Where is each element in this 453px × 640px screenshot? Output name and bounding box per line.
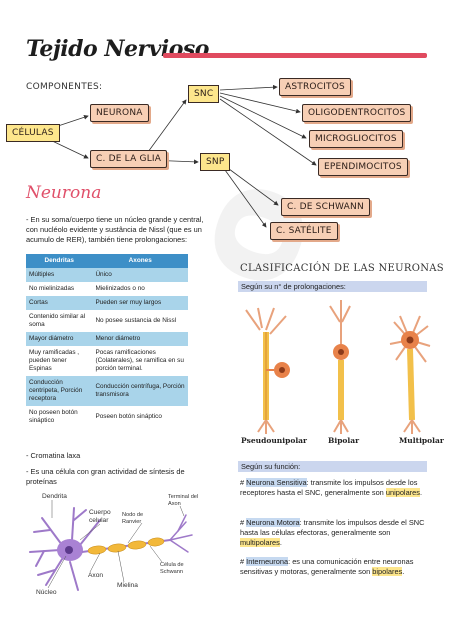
label-dendrita: Dendrita: [42, 493, 67, 500]
satelite-box: C. satélite: [270, 222, 338, 240]
ependimocitos-box: Ependimocitos: [318, 158, 408, 176]
function-text: : transmite los impulsos desde el SNC ha…: [240, 518, 425, 537]
bullet-cromatina: - Cromatina laxa: [26, 451, 81, 460]
snp-box: SNP: [200, 153, 231, 171]
table-cell-axones: Poseen botón sináptico: [92, 406, 188, 428]
classification-title: Clasificación de las neuronas: [240, 263, 444, 274]
table-cell-dendritas: Contenido similar al soma: [26, 310, 93, 332]
function-name: Neurona Sensitiva: [246, 478, 307, 487]
neurona-intro: - En su soma/cuerpo tiene un núcleo gran…: [26, 215, 204, 244]
function-motora: # Neurona Motora: transmite los impulsos…: [240, 518, 426, 548]
pseudounipolar-neuron: [245, 307, 290, 434]
glia-box: C. de la glia: [90, 150, 168, 168]
function-name: Interneurona: [246, 557, 289, 566]
neurona-box: Neurona: [90, 104, 149, 122]
function-prefix: #: [240, 518, 247, 527]
astrocitos-box: Astrocitos: [279, 78, 351, 96]
label-mielina: Mielina: [117, 582, 138, 589]
table-header-axones: Axones: [92, 254, 188, 268]
label-nodo: Nodo de Ranvier: [122, 512, 144, 525]
label-nucleo: Núcleo: [36, 589, 57, 596]
function-sensitiva: # Neurona Sensitiva: transmite los impul…: [240, 478, 426, 498]
celulas-box: Células: [6, 124, 60, 142]
multipolar-neuron: [389, 315, 431, 434]
table-cell-axones: No posee sustancia de Nissl: [92, 310, 188, 332]
type-bipolar: Bipolar: [328, 436, 360, 445]
table-cell-dendritas: Muy ramificadas , pueden tener Espinas: [26, 346, 93, 376]
title-underline: [163, 53, 427, 58]
function-end: .: [419, 488, 423, 497]
table-cell-dendritas: Mayor diámetro: [26, 332, 93, 346]
bipolar-neuron: [329, 300, 351, 434]
table-cell-axones: Único: [92, 268, 188, 282]
components-label: Componentes:: [26, 82, 103, 92]
function-prefix: #: [240, 478, 247, 487]
function-name: Neurona Motora: [246, 518, 300, 527]
table-cell-axones: Pocas ramificaciones (Colaterales), se r…: [92, 346, 188, 376]
table-cell-axones: Mielinizados o no: [92, 282, 188, 296]
table-cell-dendritas: Cortas: [26, 296, 93, 310]
function-prefix: #: [240, 557, 247, 566]
table-header-dendritas: Dendritas: [26, 254, 93, 268]
table-cell-dendritas: Conducción centripeta, Porción receptora: [26, 376, 93, 406]
table-cell-axones: Conducción centrífuga, Porción transmiso…: [92, 376, 188, 406]
function-interneurona: # Interneurona: es una comunicación entr…: [240, 557, 426, 577]
schwann-box: C. de Schwann: [281, 198, 370, 216]
neurona-heading: Neurona: [26, 183, 102, 203]
table-row: Conducción centripeta, Porción receptora…: [26, 376, 188, 406]
label-axon: Axon: [88, 572, 104, 579]
function-text: : transmite los impulsos desde los recep…: [240, 478, 418, 497]
function-end: .: [279, 538, 282, 547]
label-cuerpo: Cuerpo celular: [89, 509, 111, 524]
type-pseudounipolar: Pseudounipolar: [241, 436, 307, 445]
function-kind: bipolares: [372, 567, 403, 576]
nucleus: [65, 546, 73, 554]
label-schwann: Célula de Schwann: [160, 562, 184, 575]
by-function-heading: Según su función:: [238, 461, 427, 472]
type-multipolar: Multipolar: [399, 436, 444, 445]
function-kind: multipolares: [240, 538, 280, 547]
table-cell-dendritas: No mielinizadas: [26, 282, 93, 296]
microgliocitos-box: Microgliocitos: [309, 130, 403, 148]
table-cell-axones: Menor diámetro: [92, 332, 188, 346]
label-terminal: Terminal del Axon: [168, 494, 199, 507]
snc-box: SNC: [188, 85, 220, 103]
bullet-celula: - Es una célula con gran actividad de sí…: [26, 467, 185, 486]
table-cell-dendritas: Múltiples: [26, 268, 93, 282]
table-cell-axones: Pueden ser muy largos: [92, 296, 188, 310]
function-text: : es una comunicación entre neuronas sen…: [240, 557, 414, 576]
table-cell-dendritas: No poseen botón sináptico: [26, 406, 93, 428]
function-end: .: [402, 567, 405, 576]
function-kind: unipolares: [385, 488, 420, 497]
by-prolongations-heading: Según su n° de prolongaciones:: [238, 281, 427, 292]
oligodendrocitos-box: Oligodentrocitos: [302, 104, 412, 122]
